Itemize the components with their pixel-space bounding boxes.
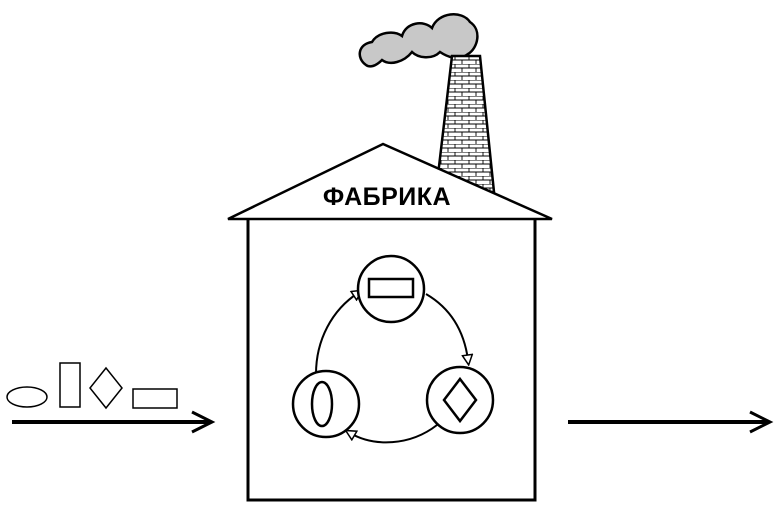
cycle-arrow-bottom (350, 424, 438, 444)
output-arrow-head (749, 410, 774, 434)
cycle-arrow-left (315, 293, 358, 375)
input-wide-rectangle-icon (132, 388, 178, 409)
cycle-node-diamond (425, 365, 495, 435)
input-ellipse-icon (6, 386, 48, 408)
ellipse-icon (310, 380, 334, 428)
factory-building (246, 219, 537, 502)
smoke-cloud (358, 13, 479, 68)
input-diamond-icon (89, 366, 123, 410)
cycle-arrow-right (425, 293, 468, 360)
input-arrow-head (191, 410, 216, 434)
input-tall-rectangle-icon (59, 362, 81, 408)
cycle-node-rectangle (356, 254, 426, 324)
factory-title: ФАБРИКА (323, 183, 451, 211)
diamond-icon (442, 376, 478, 424)
factory-roof (227, 142, 553, 221)
rectangle-icon (367, 277, 415, 299)
cycle-node-ellipse (291, 369, 361, 439)
